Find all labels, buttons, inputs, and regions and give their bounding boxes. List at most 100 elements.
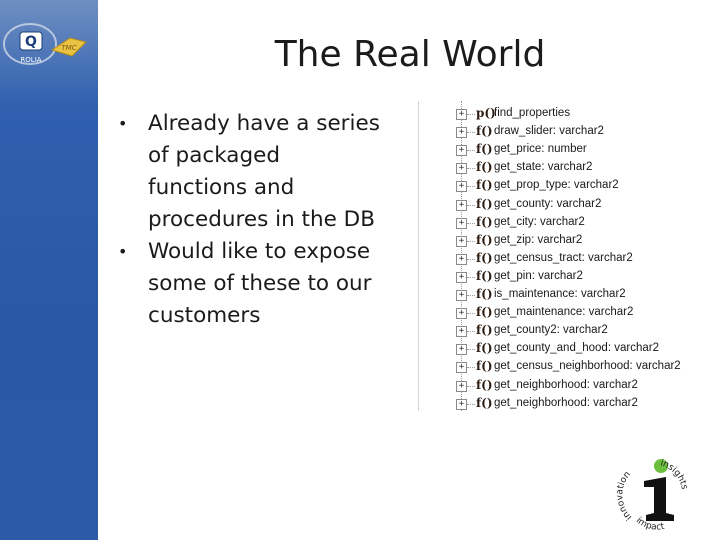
- tree-item-label: get_prop_type: varchar2: [494, 179, 619, 192]
- expand-plus-icon[interactable]: +: [456, 290, 467, 301]
- tree-item-label: get_county2: varchar2: [494, 324, 608, 337]
- expand-plus-icon[interactable]: +: [456, 109, 467, 120]
- expand-plus-icon[interactable]: +: [456, 308, 467, 320]
- tree-connector: [467, 349, 475, 351]
- rolia-logo-icon: Q ROLIA TMC: [3, 23, 87, 65]
- tree-item-kind: f(): [476, 232, 493, 247]
- bullet-item: • Would like to expose some of these to …: [112, 236, 402, 332]
- expand-plus-icon[interactable]: +: [456, 271, 467, 283]
- svg-text:Q: Q: [25, 34, 37, 50]
- bullet-line: functions and: [148, 175, 295, 200]
- bullet-line: of packaged: [148, 143, 280, 168]
- tree-item[interactable]: + f()get_census_neighborhood: varchar2: [419, 358, 719, 376]
- tree-item-kind: f(): [476, 341, 493, 356]
- expand-plus-icon[interactable]: +: [456, 145, 467, 157]
- tree-connector: [467, 385, 475, 387]
- tree-item-label: get_maintenance: varchar2: [494, 306, 634, 319]
- innovation-text: innovation: [615, 470, 634, 522]
- tree-connector: [467, 276, 475, 278]
- bullet-line: Would like to expose: [148, 239, 371, 264]
- rolia-logo: Q ROLIA TMC: [0, 0, 98, 80]
- tree-item-kind: f(): [476, 214, 493, 229]
- tree-item[interactable]: + f()get_maintenance: varchar2: [419, 304, 719, 322]
- tree-item-label: is_maintenance: varchar2: [494, 288, 626, 300]
- rolia-logo-text: ROLIA: [20, 56, 41, 64]
- tree-item-label: find_properties: [494, 107, 571, 119]
- expand-plus-icon[interactable]: +: [456, 181, 467, 193]
- tree-item[interactable]: + f()get_neighborhood: varchar2: [419, 395, 719, 411]
- tree-connector: [467, 186, 475, 188]
- expand-plus-icon[interactable]: +: [456, 163, 467, 175]
- expand-plus-icon[interactable]: +: [456, 362, 467, 374]
- tree-item-kind: f(): [476, 196, 493, 211]
- expand-plus-icon[interactable]: +: [456, 199, 467, 211]
- tree-item[interactable]: +f()get_county: varchar2: [419, 196, 719, 214]
- tree-item[interactable]: +f()get_zip: varchar2: [419, 232, 719, 250]
- i-logo-icon: innovation insights impact: [615, 458, 689, 532]
- tree-item-kind: f(): [476, 268, 493, 283]
- tree-item[interactable]: + f()get_neighborhood: varchar2: [419, 377, 719, 395]
- bullet-dot-icon: •: [118, 114, 128, 133]
- tree-item-kind: f(): [476, 377, 493, 392]
- bullet-line: customers: [148, 303, 261, 328]
- tree-item[interactable]: + f()get_census_tract: varchar2: [419, 250, 719, 268]
- bullet-dot-icon: •: [118, 242, 128, 261]
- svg-text:TMC: TMC: [61, 44, 76, 52]
- bullet-list: • Already have a series of packaged func…: [112, 108, 402, 332]
- expand-plus-icon[interactable]: +: [456, 398, 467, 410]
- tree-item-label: get_state: varchar2: [494, 161, 593, 174]
- tree-item-label: get_census_neighborhood: varchar2: [494, 360, 681, 373]
- innovation-insights-impact-logo: innovation insights impact: [610, 455, 700, 535]
- tree-item-kind: f(): [476, 287, 493, 301]
- tree-item[interactable]: + f()get_pin: varchar2: [419, 268, 719, 286]
- tree-item-kind: p(): [476, 106, 496, 120]
- svg-text:innovation: innovation: [615, 470, 634, 522]
- tree-item[interactable]: + p()find_properties: [419, 105, 719, 123]
- tree-item-kind: f(): [476, 178, 493, 193]
- bullet-line: some of these to our: [148, 271, 372, 296]
- tree-item-label: get_neighborhood: varchar2: [494, 378, 638, 391]
- bullet-line: procedures in the DB: [148, 207, 375, 232]
- tree-item[interactable]: + f()get_prop_type: varchar2: [419, 177, 719, 195]
- tree-connector: [467, 222, 475, 224]
- tree-item[interactable]: + f()draw_slider: varchar2: [419, 123, 719, 141]
- expand-plus-icon[interactable]: +: [456, 344, 467, 356]
- tree-item-kind: f(): [476, 305, 493, 320]
- tree-item[interactable]: + f()get_price: number: [419, 141, 719, 159]
- tree-item-label: get_price: number: [494, 143, 587, 156]
- tree-item-kind: f(): [476, 124, 493, 139]
- tree-connector: [467, 403, 475, 405]
- tree-item-kind: f(): [476, 142, 493, 157]
- tree-item-kind: f(): [476, 395, 493, 410]
- package-tree: +p()find_properties+f()draw_slider: varc…: [418, 101, 719, 411]
- tree-item[interactable]: +f()get_city: varchar2: [419, 214, 719, 232]
- tree-item-label: get_county_and_hood: varchar2: [494, 342, 659, 355]
- sidebar-band: Q ROLIA TMC: [0, 0, 98, 540]
- tree-connector: [467, 295, 475, 296]
- slide-title: The Real World: [274, 34, 546, 75]
- tree-item[interactable]: + f()is_maintenance: varchar2: [419, 286, 719, 304]
- tree-item-label: draw_slider: varchar2: [494, 125, 604, 138]
- tree-connector: [467, 331, 475, 333]
- expand-plus-icon[interactable]: +: [456, 235, 467, 247]
- tree-item-kind: f(): [476, 160, 493, 175]
- expand-plus-icon[interactable]: +: [456, 217, 467, 229]
- tree-connector: [467, 258, 475, 260]
- tree-item[interactable]: + f()get_county2: varchar2: [419, 322, 719, 340]
- tree-item[interactable]: + f()get_state: varchar2: [419, 159, 719, 177]
- tree-item-kind: f(): [476, 323, 493, 338]
- expand-plus-icon[interactable]: +: [456, 380, 467, 392]
- expand-plus-icon[interactable]: +: [456, 326, 467, 338]
- tree-item-kind: f(): [476, 250, 493, 265]
- tree-item-label: get_census_tract: varchar2: [494, 251, 633, 264]
- tree-item[interactable]: + f()get_county_and_hood: varchar2: [419, 340, 719, 358]
- tree-item-label: get_neighborhood: varchar2: [494, 396, 638, 409]
- tree-item-label: get_pin: varchar2: [494, 269, 583, 282]
- expand-plus-icon[interactable]: +: [456, 253, 467, 265]
- tree-item-kind: f(): [476, 359, 493, 374]
- tree-connector: [467, 168, 475, 170]
- tree-connector: [467, 132, 475, 134]
- bullet-item: • Already have a series of packaged func…: [112, 108, 402, 236]
- tree-connector: [467, 204, 475, 206]
- expand-plus-icon[interactable]: +: [456, 127, 467, 139]
